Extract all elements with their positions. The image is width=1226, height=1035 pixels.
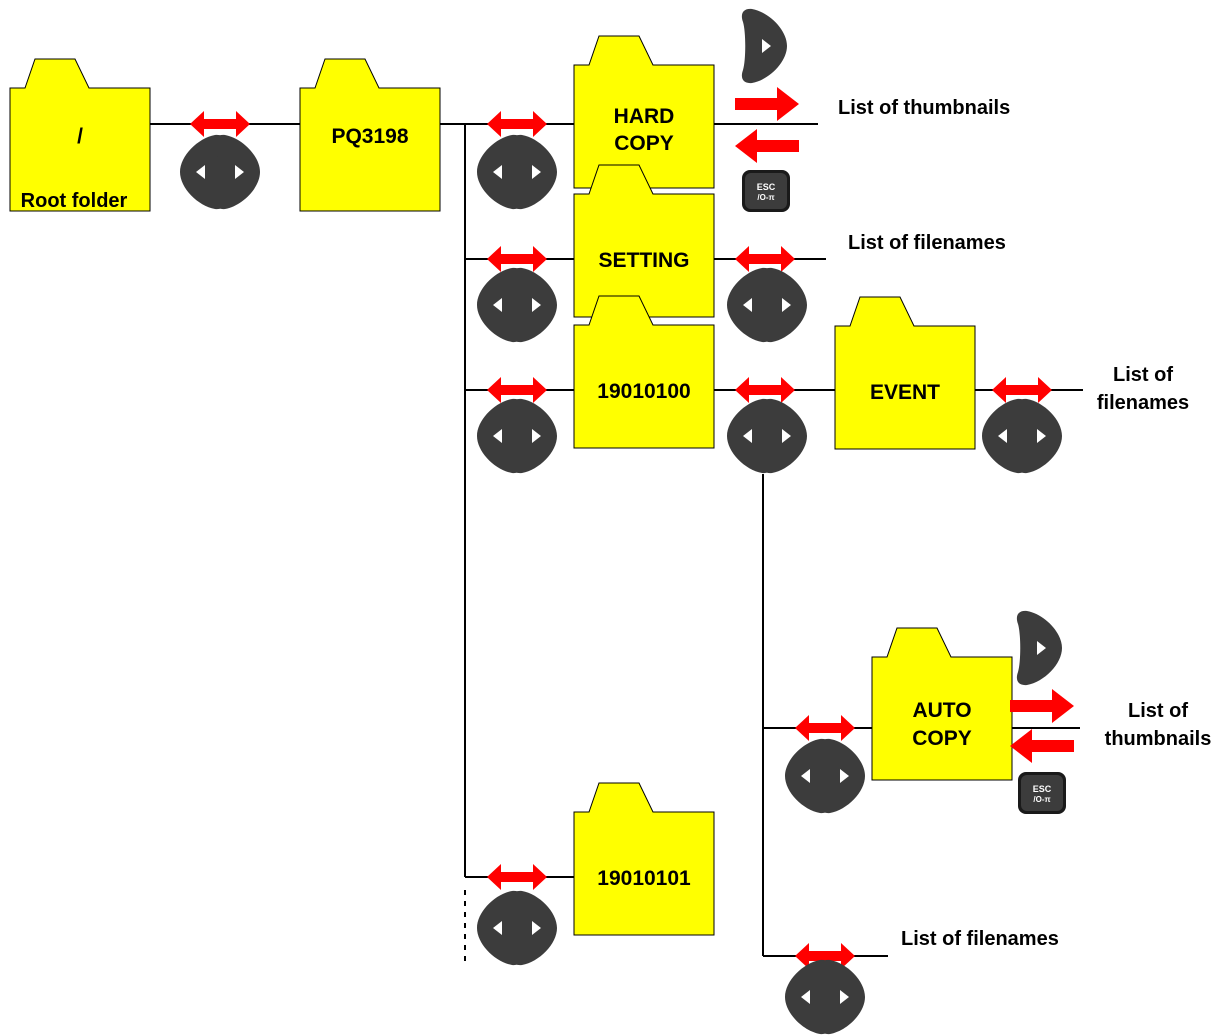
folder-root[interactable]: / [9,58,151,212]
arrow-right-icon [1010,689,1074,723]
double-arrow-icon [992,377,1052,403]
list-thumbnails-label: List of thumbnails [838,97,1010,119]
right-key-icon[interactable] [741,8,787,84]
folder-label: 19010100 [597,380,690,403]
left-right-keys-icon[interactable] [477,135,557,209]
folder-event[interactable]: EVENT [834,296,976,450]
list-filenames-label-line2: filenames [1097,392,1189,414]
list-filenames-label-line1: List of [1113,364,1173,386]
list-filenames-label: List of filenames [901,928,1059,950]
left-right-keys-icon[interactable] [727,268,807,342]
folder-label: EVENT [870,381,940,404]
left-right-keys-icon[interactable] [727,399,807,473]
left-right-keys-icon[interactable] [477,399,557,473]
folder-label: 19010101 [597,867,691,890]
double-arrow-icon [487,246,547,272]
folder-label: SETTING [598,249,689,272]
left-right-keys-icon[interactable] [982,399,1062,473]
double-arrow-icon [487,377,547,403]
folder-label: / [77,125,83,148]
folder-label-line1: HARD [614,105,675,128]
folder-pq3198[interactable]: PQ3198 [299,58,441,212]
esc-key-label: ESC [757,182,776,192]
folder-label-line2: COPY [614,132,674,155]
left-right-keys-icon[interactable] [785,739,865,813]
list-thumbnails-label-line1: List of [1128,700,1188,722]
right-key-icon[interactable] [1016,610,1062,686]
left-right-keys-icon[interactable] [785,960,865,1034]
esc-key-sublabel: /O-π [757,193,774,202]
folder-setting[interactable]: SETTING [573,164,715,318]
root-folder-label: Root folder [21,190,128,212]
double-arrow-icon [487,111,547,137]
folder-label-line1: AUTO [912,699,971,722]
arrow-left-icon [735,129,799,163]
list-filenames-label: List of filenames [848,232,1006,254]
double-arrow-icon [190,111,250,137]
esc-key-sublabel: /O-π [1033,795,1050,804]
left-right-keys-icon[interactable] [180,135,260,209]
folder-19010101[interactable]: 19010101 [573,782,715,936]
esc-key-icon[interactable]: ESC /O-π [742,170,790,212]
left-right-keys-icon[interactable] [477,268,557,342]
double-arrow-icon [795,715,855,741]
folder-hard-copy[interactable]: HARD COPY [573,35,715,189]
folder-label-line2: COPY [912,727,972,750]
folder-label: PQ3198 [331,125,408,148]
arrow-left-icon [1010,729,1074,763]
double-arrow-icon [487,864,547,890]
list-thumbnails-label-line2: thumbnails [1105,728,1212,750]
folder-19010100[interactable]: 19010100 [573,295,715,449]
esc-key-label: ESC [1033,784,1052,794]
esc-key-icon[interactable]: ESC /O-π [1018,772,1066,814]
left-right-keys-icon[interactable] [477,891,557,965]
arrow-right-icon [735,87,799,121]
folder-auto-copy[interactable]: AUTO COPY [871,627,1013,781]
